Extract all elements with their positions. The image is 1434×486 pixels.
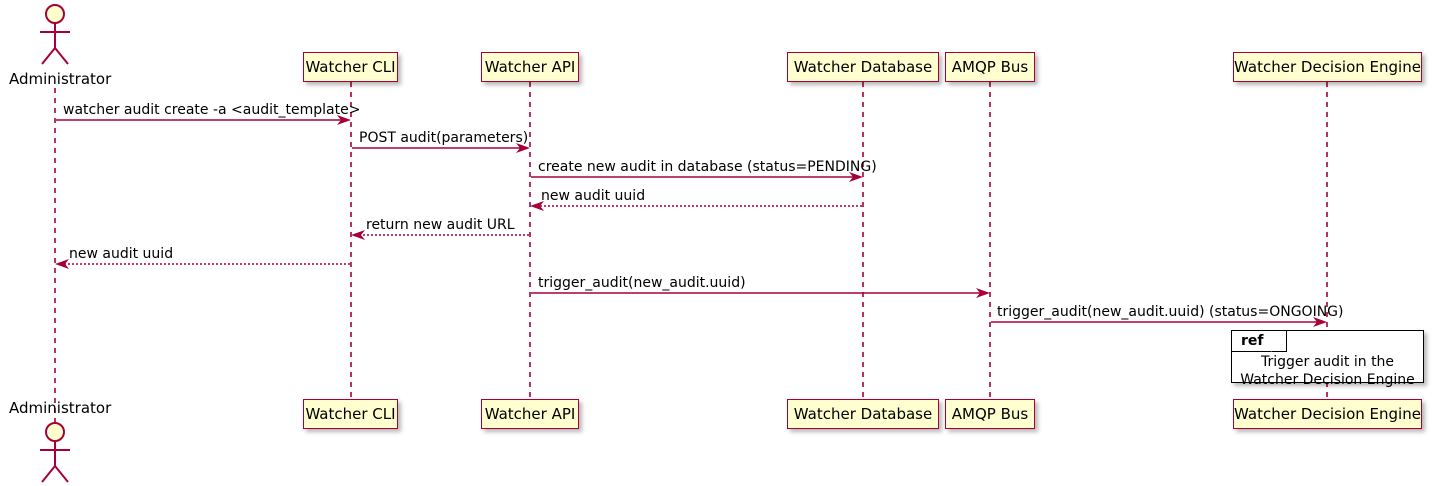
participant-label: Watcher API: [484, 404, 576, 423]
message-arrow-m3: [531, 172, 863, 182]
ref-frame-tab-label: ref: [1241, 333, 1264, 349]
message-label-m7: trigger_audit(new_audit.uuid): [538, 275, 746, 291]
participant-label: Watcher Decision Engine: [1234, 57, 1421, 76]
ref-frame-tab: ref: [1232, 331, 1287, 352]
participant-box-watcher-decision-engine-top[interactable]: Watcher Decision Engine: [1233, 52, 1422, 82]
participant-box-watcher-database-top[interactable]: Watcher Database: [787, 52, 939, 82]
participant-box-watcher-database-bottom[interactable]: Watcher Database: [787, 399, 939, 429]
message-label-m6: new audit uuid: [69, 246, 174, 262]
message-label-m8: trigger_audit(new_audit.uuid) (status=ON…: [997, 304, 1344, 320]
actor-label-administrator-top: Administrator: [9, 70, 112, 88]
message-arrow-m4: [530, 201, 862, 211]
participant-box-amqp-bus-top[interactable]: AMQP Bus: [945, 52, 1035, 82]
message-arrow-m5: [351, 230, 529, 240]
message-label-m2: POST audit(parameters): [359, 130, 529, 146]
message-arrow-m6: [55, 259, 350, 269]
message-arrow-m8: [991, 317, 1327, 327]
participant-box-watcher-cli-top[interactable]: Watcher CLI: [303, 52, 398, 82]
message-arrow-m1: [56, 115, 351, 125]
ref-frame-body: Trigger audit in the Watcher Decision En…: [1232, 354, 1423, 389]
participant-label: Watcher CLI: [305, 404, 396, 423]
participant-box-watcher-cli-bottom[interactable]: Watcher CLI: [303, 399, 398, 429]
participant-box-watcher-decision-engine-bottom[interactable]: Watcher Decision Engine: [1233, 399, 1422, 429]
participant-box-watcher-api-bottom[interactable]: Watcher API: [481, 399, 579, 429]
message-label-m1: watcher audit create -a <audit_template>: [63, 102, 361, 118]
actor-label-administrator-bottom: Administrator: [9, 399, 112, 417]
actor-administrator-bottom: [40, 422, 70, 483]
participant-label: Watcher Database: [793, 57, 933, 76]
lifelines: [54, 82, 1328, 432]
participant-label: Watcher Database: [793, 404, 933, 423]
participant-label: Watcher CLI: [305, 57, 396, 76]
message-label-m3: create new audit in database (status=PEN…: [538, 159, 877, 175]
participant-label: AMQP Bus: [951, 57, 1029, 76]
participant-label: Watcher Decision Engine: [1234, 404, 1421, 423]
message-arrow-m7: [531, 288, 990, 298]
participant-box-watcher-api-top[interactable]: Watcher API: [481, 52, 579, 82]
participant-label: Watcher API: [484, 57, 576, 76]
actor-administrator-top: [40, 4, 70, 65]
ref-frame: ref Trigger audit in the Watcher Decisio…: [1231, 330, 1424, 388]
participant-label: AMQP Bus: [951, 404, 1029, 423]
participant-box-amqp-bus-bottom[interactable]: AMQP Bus: [945, 399, 1035, 429]
message-arrow-m2: [352, 143, 530, 153]
ref-frame-body-line-2: Watcher Decision Engine: [1240, 371, 1415, 388]
message-label-m5: return new audit URL: [366, 217, 515, 233]
ref-frame-fold-corner-icon: [1270, 331, 1286, 352]
ref-frame-body-line-1: Trigger audit in the: [1260, 354, 1395, 370]
message-label-m4: new audit uuid: [541, 188, 646, 204]
